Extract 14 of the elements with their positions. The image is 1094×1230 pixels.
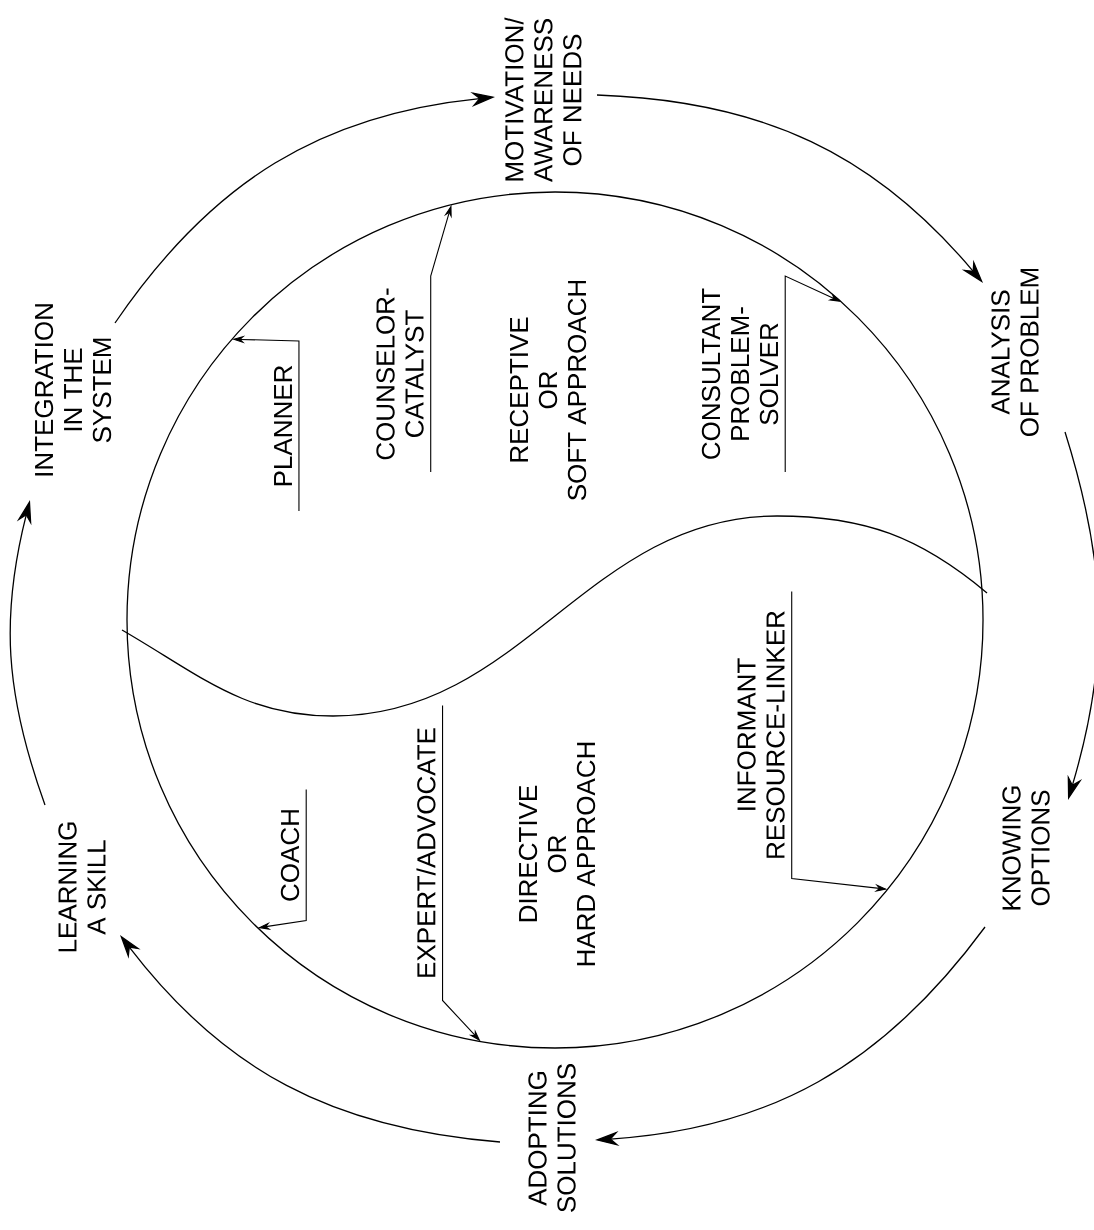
role-label: CONSULTANT PROBLEM-SOLVER [701,288,779,459]
role-label: INFORMANT RESOURCE-LINKER [737,611,785,858]
stage-label: LEARNING A SKILL [58,822,106,952]
role-label: PLANNER [274,365,292,486]
stage-label: MOTIVATION/ AWARENESS OF NEEDS [504,17,582,183]
stage-label: INTEGRATION IN THE SYSTEM [34,304,112,476]
approach-label: RECEPTIVE OR SOFT APPROACH [509,280,587,501]
approach-label: DIRECTIVE OR HARD APPROACH [518,742,596,966]
role-label: COUNSELOR-CATALYST [376,288,424,460]
stage-label: KNOWING OPTIONS [1002,786,1050,910]
stage-label: ANALYSIS OF PROBLEM [991,268,1039,436]
stage-label: ADOPTING SOLUTIONS [528,1064,576,1212]
role-label: COACH [280,810,300,901]
role-label: EXPERT/ADVOCATE [416,728,436,977]
